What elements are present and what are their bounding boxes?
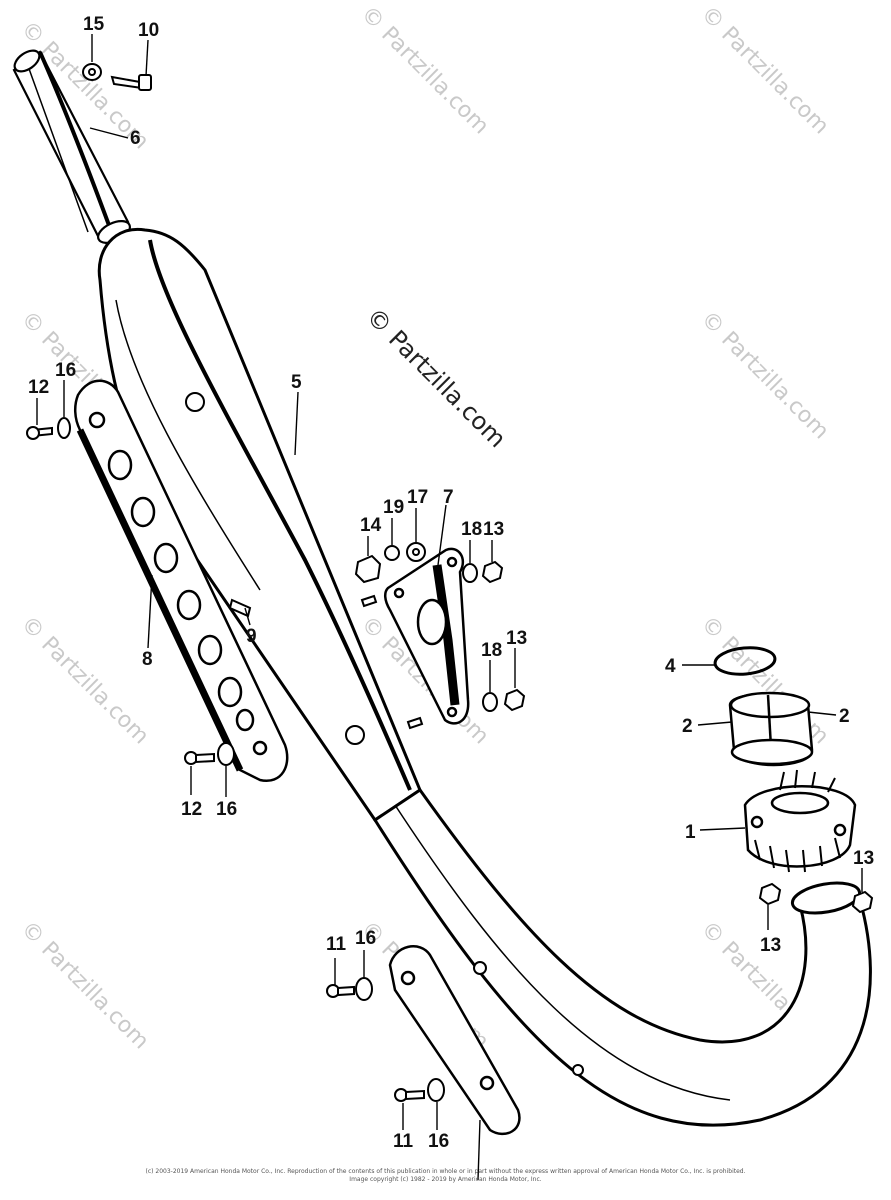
tail-pipe-part	[12, 49, 131, 244]
callout-16-lower: 16	[216, 799, 237, 820]
bolt-10-head	[138, 74, 152, 91]
watermark: © Partzilla.com	[696, 307, 834, 445]
copyright-line-1: (c) 2003-2019 American Honda Motor Co., …	[145, 1168, 746, 1175]
callout-14: 14	[360, 515, 382, 536]
nut-13-right	[851, 890, 874, 914]
callout-10: 10	[138, 20, 159, 41]
callout-15: 15	[83, 14, 105, 35]
lower-bracket-part	[388, 945, 521, 1136]
callout-17: 17	[407, 487, 428, 508]
bolt-11-upper	[337, 985, 355, 997]
copyright-line-2: Image copyright (c) 1982 - 2019 by Ameri…	[349, 1176, 542, 1183]
washer-16-mid	[355, 977, 373, 1001]
nut-13-left	[758, 882, 782, 906]
callout-2-left: 2	[682, 716, 693, 737]
washer-18-lower	[482, 692, 498, 712]
callout-13-lower: 13	[506, 628, 527, 649]
heat-shield-part	[74, 379, 289, 783]
watermark: © Partzilla.com	[16, 917, 154, 1055]
callout-18-lower: 18	[481, 640, 502, 661]
callout-18-upper: 18	[461, 519, 482, 540]
watermark: © Partzilla.com	[356, 2, 494, 140]
watermark: © Partzilla.com	[696, 2, 834, 140]
callout-6: 6	[130, 128, 141, 149]
nut-13-lower	[503, 688, 526, 712]
callout-11-upper: 11	[326, 934, 347, 955]
callout-4: 4	[665, 656, 676, 677]
bolt-11-lower	[405, 1089, 425, 1101]
callout-5: 5	[291, 372, 302, 393]
bolt-10	[110, 75, 144, 90]
washer-17-hole	[412, 548, 420, 556]
nut-14	[354, 554, 382, 584]
callout-1: 1	[685, 822, 696, 843]
flange-part	[743, 769, 857, 873]
callout-16-mid: 16	[355, 928, 376, 949]
washer-16-bottom	[427, 1078, 445, 1102]
stud-muffler-upper	[360, 594, 378, 608]
washer-16-upper	[57, 417, 71, 439]
callout-12-lower: 12	[181, 799, 202, 820]
bolt-12-upper-head	[26, 426, 40, 440]
washer-19	[384, 545, 400, 561]
copyright-footer: (c) 2003-2019 American Honda Motor Co., …	[0, 1168, 891, 1184]
washer-16-lower	[217, 742, 235, 766]
o-ring-part	[713, 646, 777, 676]
callout-16-upper: 16	[55, 360, 76, 381]
callout-12-upper: 12	[28, 377, 49, 398]
callout-8: 8	[142, 649, 153, 670]
callout-2-right: 2	[839, 706, 850, 727]
stud-muffler-lower	[406, 716, 424, 730]
callout-7: 7	[443, 487, 454, 508]
watermark: © Partzilla.com	[16, 612, 154, 750]
callout-13-upper: 13	[483, 519, 504, 540]
callout-9: 9	[246, 626, 257, 647]
callout-16-bottom: 16	[428, 1131, 449, 1152]
nut-13-upper	[481, 560, 504, 584]
collet-part	[728, 691, 814, 767]
washer-15-hole	[88, 68, 96, 76]
bolt-12-lower	[195, 752, 215, 764]
callout-11-lower: 11	[393, 1131, 414, 1152]
callout-labels: 15 10 6 5 12 16 8 9 14 19 17 7 18 13 18 …	[28, 14, 874, 1152]
hardware-layer	[26, 63, 874, 1102]
washer-18-upper	[462, 563, 478, 583]
callout-13-left: 13	[760, 935, 781, 956]
bracket-part	[384, 547, 470, 725]
callout-13-right: 13	[853, 848, 874, 869]
callout-19: 19	[383, 497, 404, 518]
leader-lines	[36, 34, 863, 1181]
watermark-main: © Partzilla.com	[361, 302, 512, 453]
